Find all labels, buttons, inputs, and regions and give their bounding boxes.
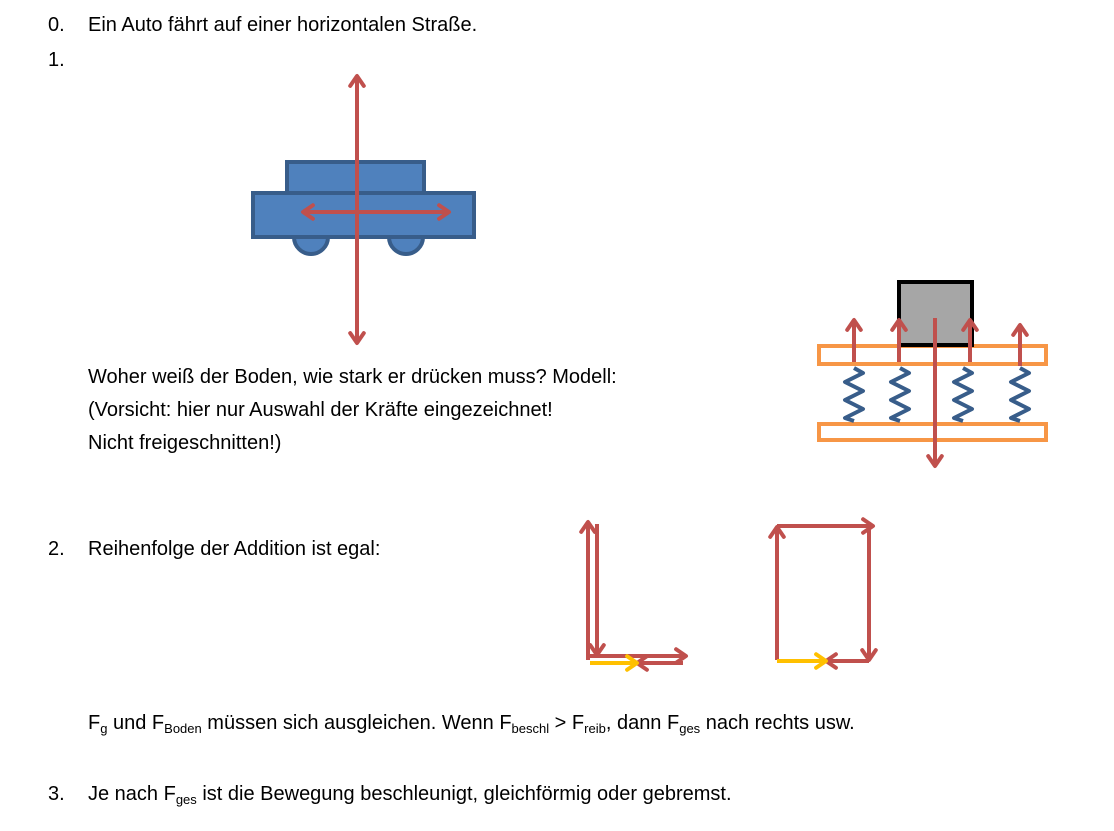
vertical-force-arrow-head (348, 74, 366, 88)
spring-1 (889, 366, 911, 423)
spring-3 (1009, 366, 1031, 423)
spring-model-diagram (817, 280, 1048, 442)
item-text-2: Reihenfolge der Addition ist egal: (88, 538, 381, 560)
vector-right-arrow-head (674, 647, 688, 665)
chain-yellow-arrow-head (814, 652, 828, 670)
item-number-2: 2. (48, 538, 65, 560)
spring-2 (952, 366, 974, 423)
vector-up-arrow-head (579, 520, 597, 534)
spring-0 (843, 366, 865, 423)
item-text-0: Ein Auto fährt auf einer horizontalen St… (88, 14, 478, 36)
item-number-3: 3. (48, 783, 65, 805)
vertical-force-arrow-head (348, 331, 366, 345)
weight-arrow-head (926, 454, 944, 468)
spring-force-arrow-2-head (961, 318, 979, 332)
balance-text: Fg und FBoden müssen sich ausgleichen. W… (88, 712, 855, 736)
horizontal-force-arrow-head (437, 203, 451, 221)
horizontal-force-arrow-head (301, 203, 315, 221)
item-text-3: Je nach Fges ist die Bewegung beschleuni… (88, 783, 732, 807)
car-wheels (291, 235, 426, 256)
car-body (251, 191, 476, 239)
spring-force-arrow-1-head (890, 318, 908, 332)
spring-force-arrow-3-head (1011, 323, 1029, 337)
model-text-line3: Nicht freigeschnitten!) (88, 432, 282, 454)
item-number-1: 1. (48, 49, 65, 71)
model-text-line1: Woher weiß der Boden, wie stark er drück… (88, 366, 617, 388)
item-number-0: 0. (48, 14, 65, 36)
chain-right-arrow-head (861, 517, 875, 535)
model-text-line2: (Vorsicht: hier nur Auswahl der Kräfte e… (88, 399, 553, 421)
spring-force-arrow-0-head (845, 318, 863, 332)
lower-board (817, 422, 1048, 442)
vector-yellow-arrow-head (625, 654, 639, 672)
